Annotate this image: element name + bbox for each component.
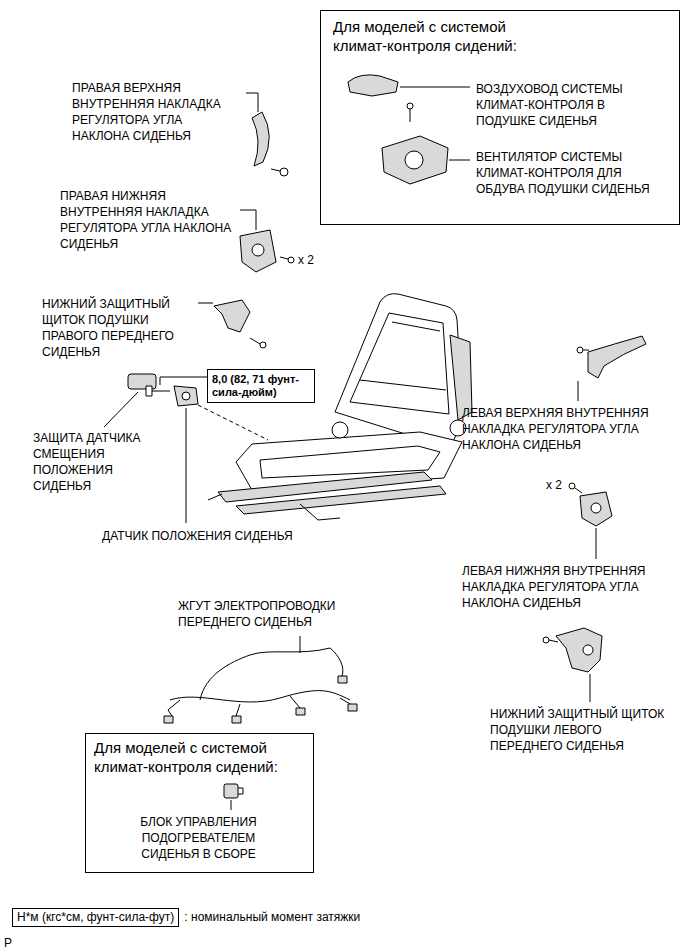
seat-rail	[236, 486, 446, 514]
connector-tab	[238, 788, 243, 794]
shield-part	[556, 628, 602, 672]
fan-hub	[405, 151, 423, 169]
part-label: ПРАВАЯ НИЖНЯЯ ВНУТРЕННЯЯ НАКЛАДКА РЕГУЛЯ…	[60, 188, 235, 252]
variant-box: Для моделей с системой климат-контроля с…	[85, 733, 314, 873]
recliner-hinge	[332, 422, 348, 438]
recliner-cover-part	[240, 230, 276, 272]
harness-connector	[232, 716, 241, 723]
screw-shaft	[410, 109, 411, 122]
part-name: ВОЗДУХОВОД СИСТЕМЫ КЛИМАТ-КОНТРОЛЯ В ПОД…	[476, 81, 661, 129]
bolt-head	[146, 386, 152, 396]
leader-line	[246, 93, 258, 112]
legend-box: Н*м (кгс*см, фунт-сила-фут): номинальный…	[12, 908, 179, 927]
leader-line	[186, 408, 187, 523]
torque-box: 8,0 (82, 71 фунт-сила-дюйм)	[207, 369, 315, 403]
screw-shaft	[271, 169, 280, 171]
part-label: НИЖНИЙ ЗАЩИТНЫЙ ЩИТОК ПОДУШКИ ПРАВОГО ПЕ…	[42, 296, 187, 360]
legend-text: : номинальный момент затяжки	[184, 910, 360, 925]
screw-symbol	[288, 257, 294, 263]
torque-leader-line	[160, 377, 207, 385]
torque-value: 8,0 (82, 71 фунт-сила-дюйм)	[212, 373, 310, 399]
backrest-bar	[360, 322, 446, 390]
screw-shaft	[575, 488, 582, 493]
recliner-cover-part	[252, 112, 269, 166]
backrest-frame	[335, 294, 463, 448]
sensor-hole	[182, 392, 190, 400]
harness-wire	[168, 696, 350, 716]
part-label: ЗАЩИТА ДАТЧИКА СМЕЩЕНИЯ ПОЛОЖЕНИЯ СИДЕНЬ…	[33, 430, 158, 494]
blower-fan-part	[382, 136, 448, 184]
screw-shaft	[280, 257, 288, 259]
box-heading: Для моделей с системой климат-контроля с…	[94, 738, 306, 776]
shield-hole	[583, 645, 593, 655]
leader-line	[590, 674, 591, 702]
cover-hole	[591, 503, 601, 513]
quantity-label: x 2	[546, 477, 562, 493]
leader-line	[198, 303, 213, 304]
screw-symbol	[280, 168, 288, 176]
backrest-inner	[350, 313, 449, 414]
heater-control-part	[224, 784, 238, 798]
part-label: ЛЕВАЯ ВЕРХНЯЯ ВНУТРЕННЯЯ НАКЛАДКА РЕГУЛЯ…	[462, 405, 684, 453]
page-code: P	[4, 935, 12, 951]
box-heading: Для моделей с системой климат-контроля с…	[333, 17, 538, 55]
harness-wire	[200, 648, 343, 700]
cover-hole	[252, 244, 264, 256]
harness-connector	[164, 716, 173, 723]
leader-line	[596, 528, 597, 559]
screw-symbol	[407, 103, 413, 109]
part-label: НИЖНИЙ ЗАЩИТНЫЙ ЩИТОК ПОДУШКИ ЛЕВОГО ПЕР…	[490, 706, 675, 754]
position-sensor-part	[174, 386, 198, 406]
screw-symbol	[577, 347, 583, 353]
legend-text: Н*м (кгс*см, фунт-сила-фут)	[17, 910, 174, 925]
part-label: ПРАВАЯ ВЕРХНЯЯ ВНУТРЕННЯЯ НАКЛАДКА РЕГУЛ…	[72, 80, 242, 144]
screw-symbol	[260, 342, 266, 348]
screw-shaft	[549, 640, 558, 642]
wire-harness	[164, 648, 357, 723]
shield-part	[214, 300, 250, 332]
harness-wire	[170, 691, 350, 702]
bolt-shaft	[152, 391, 170, 392]
screw-symbol	[543, 637, 549, 643]
screw-shaft	[583, 350, 589, 351]
leader-line	[104, 392, 138, 427]
part-label: ЛЕВАЯ НИЖНЯЯ ВНУТРЕННЯЯ НАКЛАДКА РЕГУЛЯТ…	[462, 563, 684, 611]
screw-symbol	[569, 483, 575, 489]
part-name: ВЕНТИЛЯТОР СИСТЕМЫ КЛИМАТ-КОНТРОЛЯ ДЛЯ О…	[476, 149, 661, 197]
leader-line	[400, 87, 470, 88]
harness-connector	[348, 704, 357, 711]
part-name: БЛОК УПРАВЛЕНИЯ ПОДОГРЕВАТЕЛЕМ СИДЕНЬЯ В…	[126, 814, 271, 862]
quantity-label: x 2	[298, 252, 314, 268]
seat-lever	[208, 494, 340, 520]
recliner-cover-part	[588, 336, 646, 378]
leader-line	[300, 636, 301, 653]
screw-shaft	[250, 338, 260, 344]
part-label: ДАТЧИК ПОЛОЖЕНИЯ СИДЕНЬЯ	[102, 528, 332, 544]
variant-box: Для моделей с системой климат-контроля с…	[320, 10, 680, 225]
harness-connector	[296, 708, 305, 715]
seat-frame	[208, 294, 472, 520]
leader-line	[449, 160, 470, 161]
harness-connector	[338, 676, 347, 683]
mount-dashed-line	[198, 405, 268, 440]
part-label: ЖГУТ ЭЛЕКТРОПРОВОДКИ ПЕРЕДНЕГО СИДЕНЬЯ	[178, 598, 358, 630]
leader-line	[578, 381, 579, 401]
leader-line	[231, 800, 232, 810]
air-duct-part	[348, 75, 398, 96]
leader-line	[240, 210, 256, 230]
recliner-cover-part	[580, 492, 612, 526]
